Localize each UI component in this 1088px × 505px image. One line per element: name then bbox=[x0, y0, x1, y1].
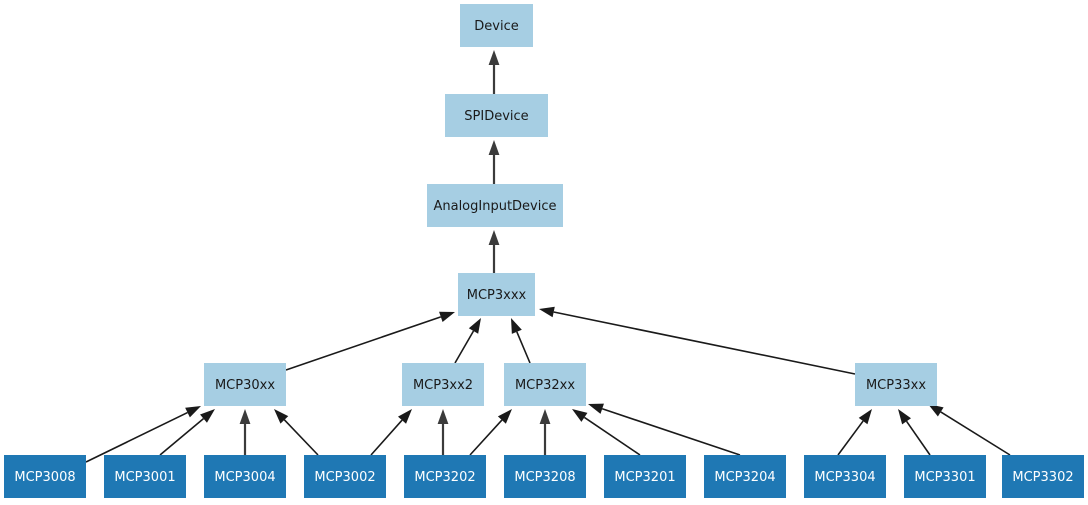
node-rect[interactable] bbox=[504, 363, 586, 406]
node-rect[interactable] bbox=[604, 455, 686, 498]
inheritance-edge-mcp3302-to-mcp33xx bbox=[928, 404, 1011, 456]
node-rect[interactable] bbox=[855, 363, 937, 406]
inheritance-edge-mcp3204-to-mcp32xx bbox=[588, 403, 741, 456]
inheritance-edge-mcp32xx-to-mcp3xxx bbox=[511, 318, 531, 364]
arrow-head-icon bbox=[488, 140, 500, 155]
class-node-mcp3002[interactable]: MCP3002 bbox=[304, 455, 386, 498]
node-rect[interactable] bbox=[204, 363, 286, 406]
class-node-mcp3208[interactable]: MCP3208 bbox=[504, 455, 586, 498]
inheritance-edge-mcp3xxx-to-analoginputdevice bbox=[488, 230, 500, 273]
edge-line bbox=[469, 419, 503, 456]
inheritance-edge-mcp33xx-to-mcp3xxx bbox=[539, 306, 856, 375]
class-node-mcp3008[interactable]: MCP3008 bbox=[4, 455, 86, 498]
node-rect[interactable] bbox=[304, 455, 386, 498]
arrow-head-icon bbox=[928, 404, 944, 417]
arrow-head-icon bbox=[437, 409, 449, 424]
class-node-mcp3204[interactable]: MCP3204 bbox=[704, 455, 786, 498]
node-rect[interactable] bbox=[504, 455, 586, 498]
inheritance-edge-mcp3002-to-mcp3xx2 bbox=[370, 409, 412, 456]
inheritance-edge-analoginputdevice-to-spidevice bbox=[488, 140, 500, 184]
node-rect[interactable] bbox=[804, 455, 886, 498]
node-rect[interactable] bbox=[458, 273, 535, 316]
edges-layer bbox=[85, 50, 1011, 463]
node-rect[interactable] bbox=[445, 94, 548, 137]
arrow-head-icon bbox=[274, 409, 289, 424]
class-node-spidevice[interactable]: SPIDevice bbox=[445, 94, 548, 137]
node-rect[interactable] bbox=[404, 455, 486, 498]
edge-line bbox=[940, 411, 1011, 456]
arrow-head-icon bbox=[488, 50, 500, 65]
inheritance-edge-mcp3202-to-mcp3xx2 bbox=[437, 409, 449, 455]
edge-line bbox=[454, 330, 475, 364]
edge-line bbox=[516, 331, 531, 364]
edge-line bbox=[159, 418, 205, 456]
arrow-head-icon bbox=[572, 409, 588, 422]
class-node-mcp33xx[interactable]: MCP33xx bbox=[855, 363, 937, 406]
arrow-head-icon bbox=[488, 230, 500, 245]
inheritance-edge-mcp3202-to-mcp32xx bbox=[469, 409, 512, 456]
arrow-head-icon bbox=[858, 409, 872, 425]
class-node-mcp3304[interactable]: MCP3304 bbox=[804, 455, 886, 498]
class-node-mcp3xx2[interactable]: MCP3xx2 bbox=[402, 363, 484, 406]
inheritance-edge-mcp3208-to-mcp32xx bbox=[539, 409, 551, 455]
arrow-head-icon bbox=[439, 311, 455, 322]
node-rect[interactable] bbox=[402, 363, 484, 406]
edge-line bbox=[553, 311, 856, 375]
node-rect[interactable] bbox=[204, 455, 286, 498]
node-rect[interactable] bbox=[704, 455, 786, 498]
arrow-head-icon bbox=[468, 318, 481, 334]
arrow-head-icon bbox=[539, 306, 555, 318]
edge-line bbox=[85, 411, 188, 463]
inheritance-edge-mcp3201-to-mcp32xx bbox=[572, 409, 641, 456]
inheritance-edge-mcp3008-to-mcp30xx bbox=[85, 406, 201, 463]
node-rect[interactable] bbox=[460, 4, 533, 47]
inheritance-edge-mcp3001-to-mcp30xx bbox=[159, 409, 215, 456]
edge-line bbox=[601, 408, 741, 456]
edge-line bbox=[837, 420, 864, 456]
arrow-head-icon bbox=[898, 409, 911, 425]
arrow-head-icon bbox=[239, 409, 251, 424]
inheritance-edge-mcp3304-to-mcp33xx bbox=[837, 409, 872, 456]
class-node-mcp3301[interactable]: MCP3301 bbox=[904, 455, 986, 498]
node-rect[interactable] bbox=[427, 184, 563, 227]
node-rect[interactable] bbox=[4, 455, 86, 498]
node-rect[interactable] bbox=[904, 455, 986, 498]
node-rect[interactable] bbox=[1002, 455, 1084, 498]
arrow-head-icon bbox=[497, 409, 512, 424]
class-node-analoginputdevice[interactable]: AnalogInputDevice bbox=[427, 184, 563, 227]
arrow-head-icon bbox=[185, 406, 201, 418]
inheritance-edge-mcp3xx2-to-mcp3xxx bbox=[454, 318, 481, 364]
inheritance-edge-spidevice-to-device bbox=[488, 50, 500, 94]
edge-line bbox=[285, 316, 442, 371]
inheritance-edge-mcp3301-to-mcp33xx bbox=[898, 409, 931, 456]
class-node-mcp3004[interactable]: MCP3004 bbox=[204, 455, 286, 498]
edge-line bbox=[283, 419, 319, 456]
inheritance-edge-mcp3004-to-mcp30xx bbox=[239, 409, 251, 455]
edge-line bbox=[583, 416, 641, 456]
class-node-mcp3201[interactable]: MCP3201 bbox=[604, 455, 686, 498]
arrow-head-icon bbox=[588, 403, 604, 414]
edge-line bbox=[370, 419, 403, 456]
arrow-head-icon bbox=[511, 318, 522, 334]
arrow-head-icon bbox=[200, 409, 215, 423]
edge-line bbox=[905, 420, 931, 456]
arrow-head-icon bbox=[539, 409, 551, 424]
class-node-mcp3001[interactable]: MCP3001 bbox=[104, 455, 186, 498]
node-rect[interactable] bbox=[104, 455, 186, 498]
class-node-mcp30xx[interactable]: MCP30xx bbox=[204, 363, 286, 406]
class-node-mcp32xx[interactable]: MCP32xx bbox=[504, 363, 586, 406]
class-node-device[interactable]: Device bbox=[460, 4, 533, 47]
inheritance-edge-mcp30xx-to-mcp3xxx bbox=[285, 311, 455, 371]
class-node-mcp3xxx[interactable]: MCP3xxx bbox=[458, 273, 535, 316]
inheritance-edge-mcp3002-to-mcp30xx bbox=[274, 409, 319, 456]
arrow-head-icon bbox=[397, 409, 412, 424]
class-node-mcp3302[interactable]: MCP3302 bbox=[1002, 455, 1084, 498]
class-node-mcp3202[interactable]: MCP3202 bbox=[404, 455, 486, 498]
